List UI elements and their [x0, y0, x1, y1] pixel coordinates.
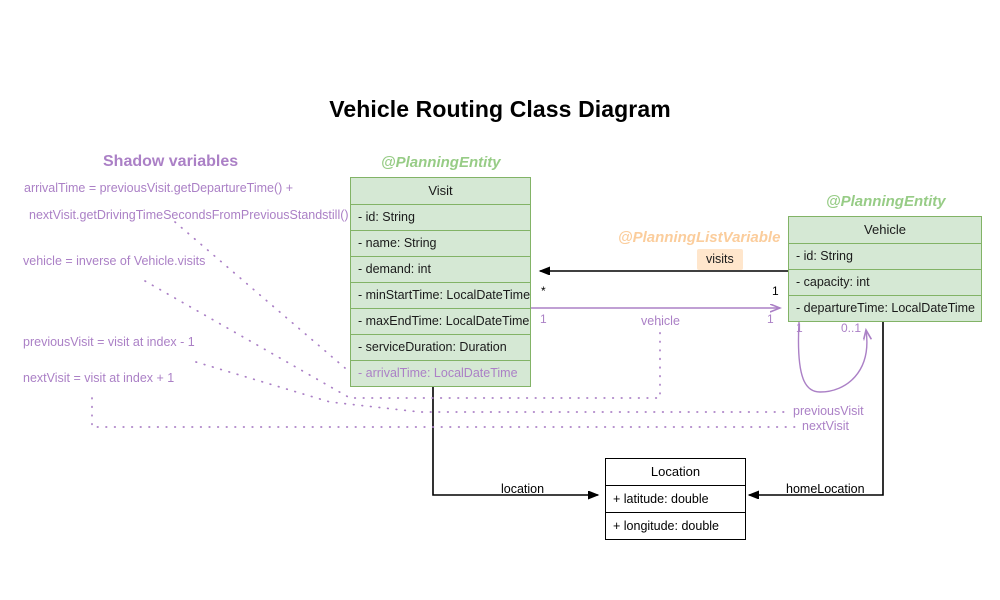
edge-label-vehicle: vehicle [641, 314, 680, 328]
edge-label-location: location [501, 482, 545, 496]
class-box-vehicle[interactable]: Vehicle - id: String - capacity: int - d… [788, 216, 982, 322]
shadow-variables-heading: Shadow variables [103, 153, 239, 170]
mult-vehicle-target: 1 [767, 312, 774, 326]
stereotype-vehicle: @PlanningEntity [826, 193, 946, 210]
page-title: Vehicle Routing Class Diagram [329, 96, 671, 122]
class-box-visit[interactable]: Visit - id: String - name: String - dema… [350, 177, 531, 387]
shadow-note-previousvisit: previousVisit = visit at index - 1 [23, 335, 195, 349]
class-box-location[interactable]: Location + latitude: double + longitude:… [605, 458, 746, 540]
field-location-latitude: + latitude: double [606, 485, 745, 512]
class-name-visit: Visit [428, 183, 453, 198]
field-visit-minstarttime: - minStartTime: LocalDateTime [351, 282, 530, 308]
stereotype-visit: @PlanningEntity [381, 154, 501, 171]
edge-label-previousvisit: previousVisit [793, 404, 864, 418]
class-name-vehicle: Vehicle [864, 222, 906, 237]
field-visit-name: - name: String [351, 230, 530, 256]
mult-visits-target: * [541, 284, 546, 298]
shadow-note-arrivaltime-line1: arrivalTime = previousVisit.getDeparture… [24, 181, 294, 195]
shadow-note-arrivaltime-line2: nextVisit.getDrivingTimeSecondsFromPrevi… [29, 208, 349, 222]
field-vehicle-departuretime: - departureTime: LocalDateTime [789, 295, 981, 321]
edge-label-visits: visits [697, 249, 743, 270]
edge-label-nextvisit: nextVisit [802, 419, 850, 433]
mult-previousvisit: 1 [796, 321, 803, 335]
field-visit-serviceduration: - serviceDuration: Duration [351, 334, 530, 360]
field-vehicle-capacity: - capacity: int [789, 269, 981, 295]
field-visit-maxendtime: - maxEndTime: LocalDateTime [351, 308, 530, 334]
field-visit-demand: - demand: int [351, 256, 530, 282]
stereotype-planninglistvariable: @PlanningListVariable [618, 229, 781, 246]
field-visit-id: - id: String [351, 204, 530, 230]
field-visit-arrivaltime: - arrivalTime: LocalDateTime [351, 360, 530, 386]
mult-visits-source: 1 [772, 284, 779, 298]
class-name-location: Location [650, 464, 701, 479]
mult-nextvisit: 0..1 [841, 321, 862, 335]
shadow-note-nextvisit: nextVisit = visit at index + 1 [23, 371, 175, 385]
field-location-longitude: + longitude: double [606, 512, 745, 539]
mult-vehicle-source: 1 [540, 312, 547, 326]
field-vehicle-id: - id: String [789, 243, 981, 269]
shadow-note-vehicle: vehicle = inverse of Vehicle.visits [23, 254, 206, 268]
edge-label-homelocation: homeLocation [786, 482, 865, 496]
